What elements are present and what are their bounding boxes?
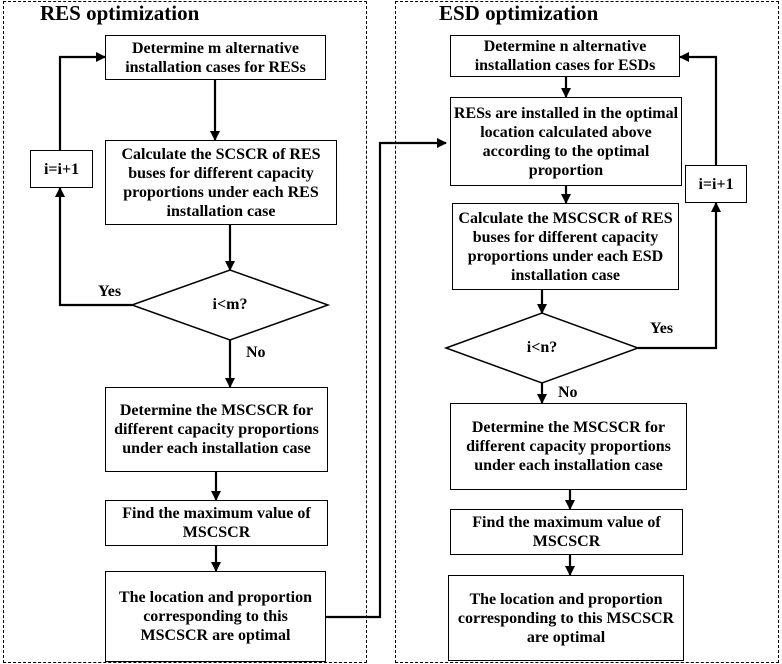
left-decision-diamond	[129, 269, 331, 341]
res-optimization-title: RES optimization	[40, 1, 200, 25]
left-yes-label: Yes	[98, 283, 122, 300]
left-step2-box: Calculate the SCSCR of RES buses for dif…	[105, 140, 337, 225]
right-step5-box: Find the maximum value of MSCSCR	[450, 509, 683, 555]
right-yes-label: Yes	[650, 320, 674, 337]
right-counter-box: i=i+1	[685, 165, 747, 203]
right-decision-diamond	[443, 312, 641, 384]
arrow-right-decision-yes-to-counter	[638, 202, 721, 350]
arrow-right-counter-to-step1	[679, 52, 718, 165]
left-counter-box: i=i+1	[30, 150, 93, 188]
right-step3-box: Calculate the MSCSCR of RES buses for di…	[452, 203, 679, 290]
arrow-left-decision-yes-to-counter	[55, 187, 132, 307]
arrow-left-counter-to-step1	[58, 52, 106, 150]
left-step3-box: Determine the MSCSCR for different capac…	[105, 387, 328, 472]
left-step1-box: Determine m alternative installation cas…	[105, 35, 326, 80]
right-step6-box: The location and proportion correspondin…	[448, 575, 684, 661]
right-step4-box: Determine the MSCSCR for different capac…	[450, 403, 687, 490]
left-decision-label: i<m?	[212, 296, 248, 313]
right-no-label: No	[558, 384, 578, 401]
arrow-left-to-right-crossover	[326, 138, 447, 619]
right-decision-label: i<n?	[526, 339, 558, 356]
left-no-label: No	[246, 344, 266, 361]
left-step4-box: Find the maximum value of MSCSCR	[105, 500, 328, 546]
right-step2-box: RESs are installed in the optimal locati…	[450, 97, 682, 186]
esd-optimization-title: ESD optimization	[439, 1, 599, 25]
res-optimization-panel	[3, 1, 367, 663]
left-step5-box: The location and proportion correspondin…	[105, 571, 326, 662]
right-step1-box: Determine n alternative installation cas…	[450, 35, 680, 77]
esd-optimization-panel	[395, 1, 779, 663]
